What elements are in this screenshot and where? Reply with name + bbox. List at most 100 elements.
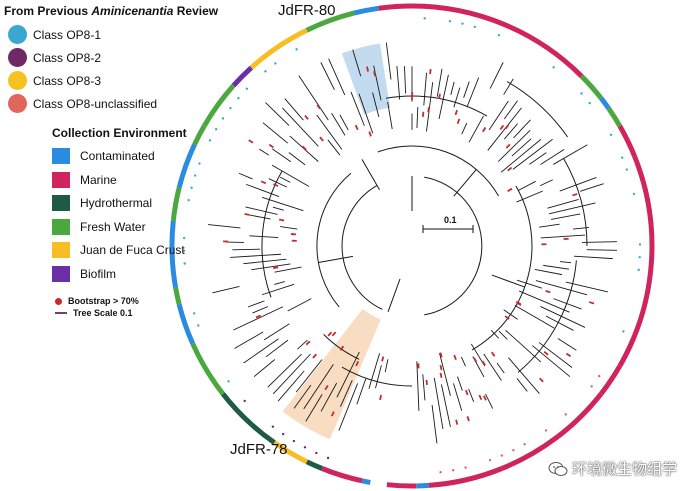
class-dot bbox=[281, 432, 285, 436]
tree-tip-branch bbox=[487, 107, 522, 151]
class-dot bbox=[315, 451, 318, 455]
tree-tip-branch bbox=[586, 249, 617, 251]
environment-ring-segment bbox=[192, 124, 207, 146]
tree-tip-branch bbox=[251, 263, 291, 271]
class-dot bbox=[598, 374, 601, 378]
bootstrap-marker bbox=[248, 139, 254, 144]
tree-tip-branch bbox=[263, 323, 290, 341]
tree-tip-branch bbox=[438, 74, 449, 120]
tree-tip-branch bbox=[327, 139, 341, 156]
tree-tip-branch bbox=[553, 144, 588, 165]
class-dot bbox=[192, 312, 196, 315]
tree-tip-branch bbox=[461, 356, 466, 367]
tree-tip-branch bbox=[243, 338, 279, 364]
tree-tip-branch bbox=[534, 268, 563, 276]
bootstrap-marker bbox=[304, 114, 309, 120]
tree-branches bbox=[208, 42, 617, 444]
environment-ring-segment bbox=[579, 74, 604, 100]
environment-legend-title: Collection Environment bbox=[52, 126, 187, 140]
bootstrap-marker bbox=[339, 345, 345, 351]
bootstrap-marker bbox=[354, 124, 359, 131]
bootstrap-marker bbox=[366, 66, 370, 72]
class-legend-title: From Previous Aminicenantia Review bbox=[4, 4, 219, 18]
tree-tip-branch bbox=[295, 359, 323, 393]
tree-tip-branch bbox=[288, 152, 306, 166]
tree-arc-branch bbox=[377, 145, 500, 197]
class-dot bbox=[182, 249, 186, 252]
tree-tip-branch bbox=[233, 306, 284, 331]
environment-ring-segment bbox=[428, 466, 503, 488]
bootstrap-marker bbox=[438, 93, 441, 99]
tree-tip-branch bbox=[573, 226, 590, 230]
bootstrap-marker bbox=[572, 193, 578, 197]
tree-tip-branch bbox=[331, 113, 346, 136]
tree-tip-branch bbox=[532, 345, 571, 378]
class-legend-item-op8-2: Class OP8-2 bbox=[8, 48, 101, 67]
class-dot bbox=[512, 449, 515, 452]
bootstrap-marker bbox=[439, 352, 443, 358]
tree-tip-branch bbox=[261, 283, 295, 296]
bootstrap-marker bbox=[482, 127, 487, 133]
tree-arc-branch bbox=[506, 81, 569, 138]
scale-line-icon bbox=[55, 312, 67, 314]
tree-internal-branch bbox=[318, 255, 353, 263]
environment-ring-segment bbox=[599, 364, 622, 396]
class-dot bbox=[448, 19, 452, 23]
bootstrap-marker bbox=[481, 360, 486, 366]
tree-tip-branch bbox=[249, 214, 271, 220]
tree-arc-branch bbox=[341, 366, 413, 387]
class-color-swatch bbox=[8, 94, 27, 113]
tree-tip-branch bbox=[503, 123, 518, 140]
tree-tip-branch bbox=[245, 206, 278, 215]
bootstrap-marker bbox=[305, 340, 311, 346]
environment-ring-segment bbox=[202, 83, 236, 128]
class-dot bbox=[245, 87, 249, 90]
tree-tip-branch bbox=[234, 331, 264, 349]
tree-tip-branch bbox=[517, 180, 536, 192]
tree-tip-branch bbox=[272, 353, 311, 395]
bootstrap-dot-icon bbox=[55, 297, 62, 305]
tree-tip-branch bbox=[282, 107, 319, 147]
tree-tip-branch bbox=[338, 383, 359, 431]
tree-tip-branch bbox=[539, 179, 553, 187]
tree-tip-branch bbox=[249, 235, 279, 239]
environment-ring-segment bbox=[220, 392, 254, 427]
class-dot bbox=[193, 174, 197, 177]
tree-tip-branch bbox=[540, 306, 586, 328]
tree-tip-branch bbox=[416, 107, 419, 129]
environment-ring-segment bbox=[599, 96, 611, 110]
class-color-swatch bbox=[8, 48, 27, 67]
class-dot bbox=[464, 466, 467, 469]
tree-arc-branch bbox=[261, 170, 283, 298]
class-dot-track bbox=[182, 17, 642, 474]
tree-tip-branch bbox=[261, 196, 304, 212]
bootstrap-marker bbox=[453, 354, 457, 361]
tree-tip-branch bbox=[232, 248, 261, 251]
tree-tip-branch bbox=[320, 382, 338, 412]
tree-tip-branch bbox=[489, 62, 504, 89]
environment-ring-segment bbox=[386, 482, 417, 489]
tree-tip-branch bbox=[385, 42, 392, 80]
bootstrap-marker bbox=[316, 104, 321, 110]
tree-tip-branch bbox=[505, 330, 542, 363]
tree-tip-branch bbox=[497, 129, 531, 162]
env-legend-item-fresh-water: Fresh Water bbox=[52, 219, 146, 235]
tree-tip-branch bbox=[498, 330, 508, 340]
environment-ring-segment bbox=[176, 143, 197, 189]
scale-bar bbox=[422, 225, 474, 233]
tree-tip-branch bbox=[580, 183, 604, 192]
bootstrap-marker bbox=[301, 145, 307, 151]
bootstrap-marker bbox=[373, 70, 376, 77]
class-dot bbox=[439, 471, 442, 474]
tree-tip-branch bbox=[431, 404, 438, 444]
tree-tip-branch bbox=[238, 172, 253, 180]
tree-tip-branch bbox=[573, 255, 613, 260]
tree-tip-branch bbox=[436, 68, 443, 97]
bootstrap-marker bbox=[278, 218, 285, 222]
bootstrap-marker bbox=[425, 379, 428, 385]
tree-tip-branch bbox=[372, 92, 380, 117]
bootstrap-marker bbox=[429, 68, 432, 75]
tree-arc-branch bbox=[424, 176, 483, 316]
tree-scale-legend-item: Tree Scale 0.1 bbox=[55, 308, 133, 318]
